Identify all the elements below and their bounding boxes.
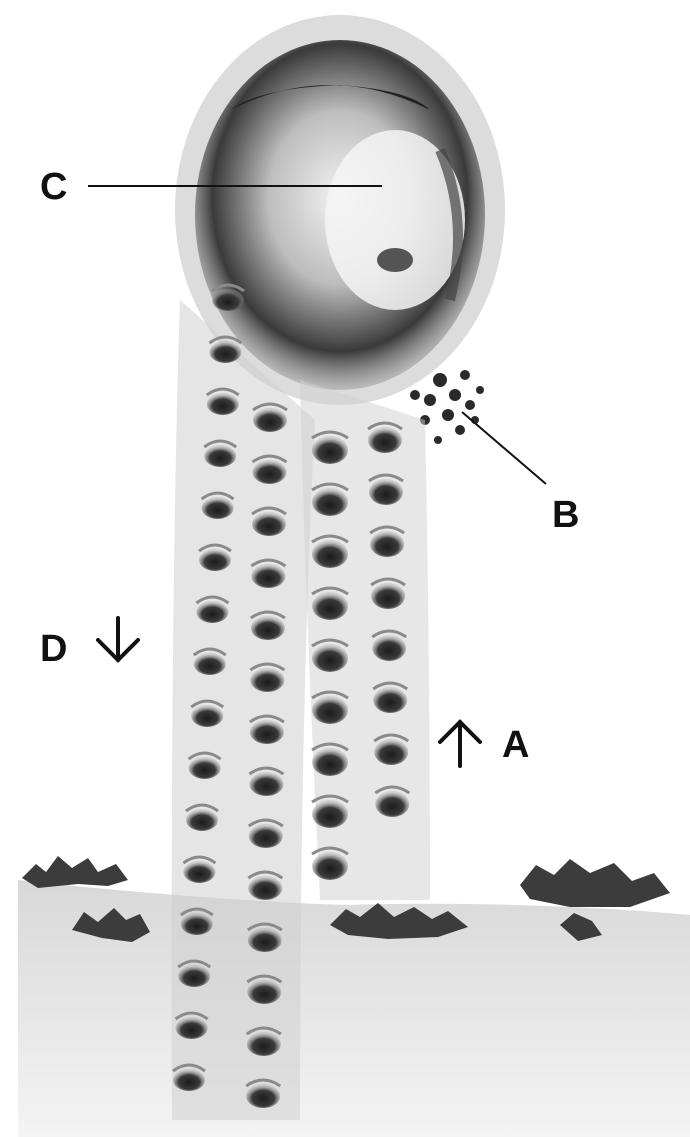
arrow-up-icon — [440, 722, 480, 766]
bead — [372, 635, 406, 661]
bead — [176, 1017, 208, 1039]
bead — [370, 531, 404, 557]
bead — [369, 479, 403, 505]
bead-column-right-inner — [312, 432, 348, 880]
bead — [251, 564, 285, 588]
bead — [183, 861, 215, 883]
bead — [253, 408, 287, 432]
label-b: B — [552, 496, 579, 534]
bead — [250, 720, 284, 744]
bead — [186, 809, 218, 831]
bead — [191, 705, 223, 727]
bead — [312, 644, 348, 672]
bead — [189, 757, 221, 779]
bead — [373, 687, 407, 713]
bead — [371, 583, 405, 609]
bead — [374, 739, 408, 765]
label-a: A — [502, 726, 529, 764]
bead — [249, 772, 283, 796]
bead — [312, 748, 348, 776]
arrow-down-icon — [98, 618, 138, 660]
bead — [312, 852, 348, 880]
bead — [312, 540, 348, 568]
bead — [246, 1084, 280, 1108]
bead — [196, 601, 228, 623]
bead — [251, 616, 285, 640]
bead — [202, 497, 234, 519]
bead — [312, 592, 348, 620]
bead — [312, 488, 348, 516]
bead — [312, 696, 348, 724]
bead — [181, 913, 213, 935]
bead — [252, 512, 286, 536]
bead — [248, 928, 282, 952]
bead — [312, 800, 348, 828]
bead — [375, 791, 409, 817]
leader-line-b — [462, 412, 546, 484]
bead — [199, 549, 231, 571]
bead — [253, 460, 287, 484]
bead — [178, 965, 210, 987]
label-d: D — [40, 630, 67, 668]
bead — [249, 824, 283, 848]
bead — [173, 1069, 205, 1091]
bead — [312, 436, 348, 464]
bead — [212, 289, 244, 311]
label-c: C — [40, 168, 67, 206]
bead — [248, 876, 282, 900]
bead — [250, 668, 284, 692]
bead — [204, 445, 236, 467]
bead — [247, 980, 281, 1004]
bead — [207, 393, 239, 415]
bead — [209, 341, 241, 363]
bead — [194, 653, 226, 675]
bead — [247, 1032, 281, 1056]
bead — [368, 427, 402, 453]
